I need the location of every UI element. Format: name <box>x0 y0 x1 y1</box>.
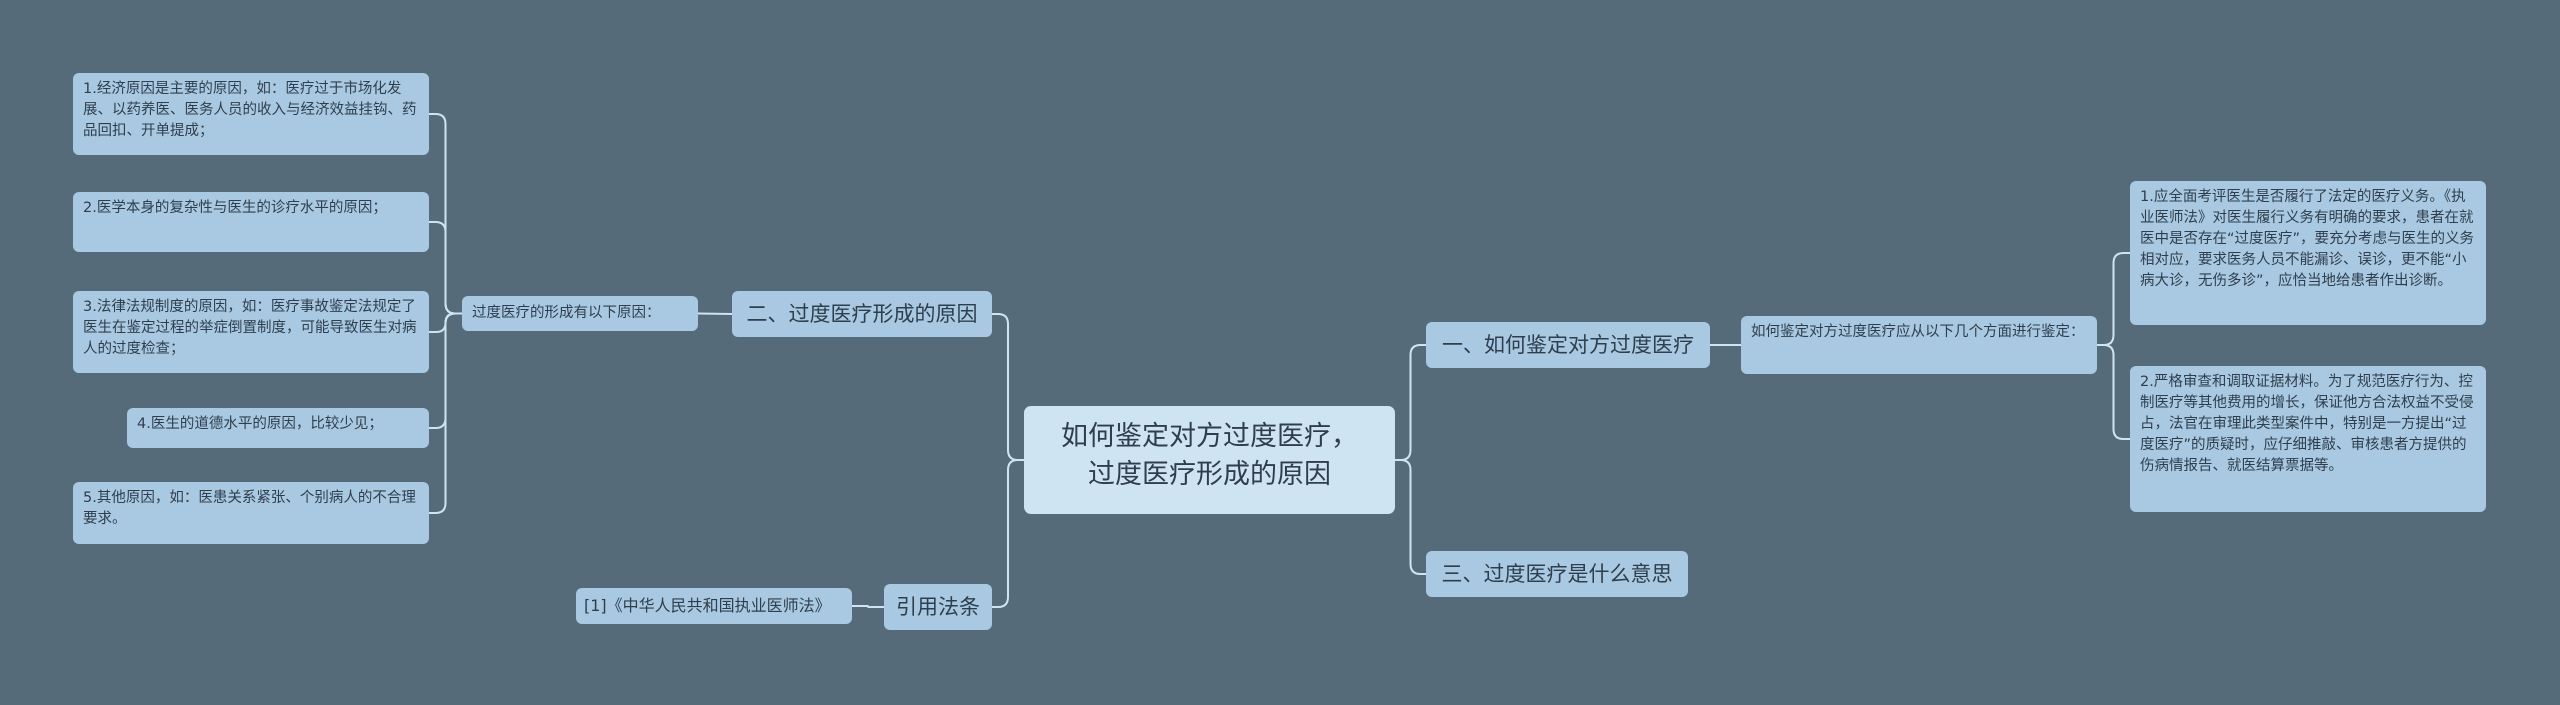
cause-item[interactable]: 4.医生的道德水平的原因，比较少见； <box>127 408 429 448</box>
connector-root-right <box>1395 459 1426 575</box>
identify-intro[interactable]: 如何鉴定对方过度医疗应从以下几个方面进行鉴定： <box>1741 316 2097 374</box>
causes-intro[interactable]: 过度医疗的形成有以下原因： <box>462 296 698 331</box>
connector-law-ref <box>852 605 884 608</box>
law-reference[interactable]: [1]《中华人民共和国执业医师法》 <box>576 588 852 624</box>
connector-identify-aspects <box>2097 252 2130 346</box>
connector-causes-intro <box>697 312 733 315</box>
connector-root-left <box>992 313 1024 461</box>
connector-identify-aspects <box>2097 344 2130 440</box>
identify-aspect[interactable]: 2.严格审查和调取证据材料。为了规范医疗行为、控制医疗等其他费用的增长，保证他方… <box>2130 366 2486 512</box>
root-topic[interactable]: 如何鉴定对方过度医疗， 过度医疗形成的原因 <box>1024 406 1395 514</box>
identify-aspect[interactable]: 1.应全面考评医生是否履行了法定的医疗义务。《执业医师法》对医生履行义务有明确的… <box>2130 181 2486 325</box>
connector-root-right <box>1395 344 1426 461</box>
cause-item[interactable]: 3.法律法规制度的原因，如：医疗事故鉴定法规定了医生在鉴定过程的举症倒置制度，可… <box>73 291 429 373</box>
cause-item[interactable]: 2.医学本身的复杂性与医生的诊疗水平的原因； <box>73 192 429 252</box>
cause-item[interactable]: 5.其他原因，如：医患关系紧张、个别病人的不合理要求。 <box>73 482 429 544</box>
branch-cited-law[interactable]: 引用法条 <box>884 584 992 630</box>
connector-cause-items <box>429 312 462 514</box>
cause-item[interactable]: 1.经济原因是主要的原因，如：医疗过于市场化发展、以药养医、医务人员的收入与经济… <box>73 73 429 155</box>
connector-root-left <box>992 459 1024 608</box>
branch-meaning[interactable]: 三、过度医疗是什么意思 <box>1426 551 1688 597</box>
branch-causes[interactable]: 二、过度医疗形成的原因 <box>732 291 992 337</box>
connector-cause-items <box>429 221 462 315</box>
branch-how-to-identify[interactable]: 一、如何鉴定对方过度医疗 <box>1426 322 1710 368</box>
